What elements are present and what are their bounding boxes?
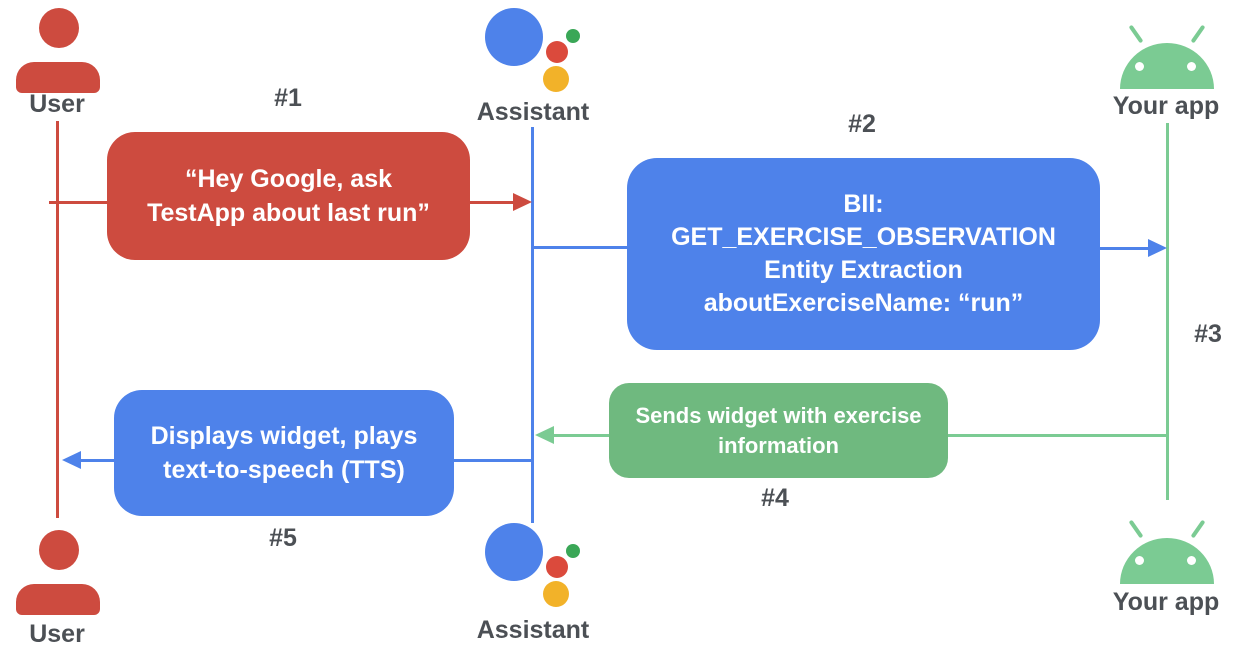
android-antenna-right [1190,519,1206,539]
step2-arrow-line [1100,247,1149,250]
step5-line-from-assistant [454,459,532,462]
person-icon-body [16,584,100,615]
assistant-logo-yellow-dot [543,66,569,92]
android-antenna-left [1128,519,1144,539]
person-icon [39,8,79,48]
assistant-logo-green-dot [566,544,580,558]
step5-arrow-line [80,459,114,462]
step4-arrow-line [554,434,609,437]
step2-message-box: BII: GET_EXERCISE_OBSERVATION Entity Ext… [627,158,1100,350]
assistant-logo-yellow-dot [543,581,569,607]
step5-number: #5 [269,524,297,552]
app-lifeline [1166,123,1169,500]
actor-label-assistant-top: Assistant [476,98,590,126]
step1-arrowhead-icon [513,193,532,211]
google-assistant-logo [485,8,543,66]
actor-label-user-bottom: User [29,620,85,648]
step1-message-box: “Hey Google, ask TestApp about last run” [107,132,470,260]
step4-number: #4 [761,484,789,512]
step2-arrowhead-icon [1148,239,1167,257]
step1-number: #1 [274,84,302,112]
android-antenna-right [1190,24,1206,44]
step1-line-from-user [49,201,107,204]
assistant-logo-red-dot [546,41,568,63]
step4-arrowhead-icon [535,426,554,444]
actor-label-assistant-bottom: Assistant [476,616,590,644]
person-icon-body [16,62,100,93]
step5-arrowhead-icon [62,451,81,469]
actor-label-user-top: User [29,90,85,118]
android-eye-right [1187,62,1196,71]
android-eye-right [1187,556,1196,565]
android-eye-left [1135,62,1144,71]
actor-label-app-top: Your app [1112,92,1220,120]
actor-label-app-bottom: Your app [1112,588,1220,616]
assistant-lifeline [531,127,534,523]
step2-number: #2 [848,110,876,138]
person-icon [39,530,79,570]
assistant-logo-green-dot [566,29,580,43]
google-assistant-logo [485,523,543,581]
step5-message-box: Displays widget, plays text-to-speech (T… [114,390,454,516]
step4-line-from-app [948,434,1167,437]
android-antenna-left [1128,24,1144,44]
step4-message-box: Sends widget with exercise information [609,383,948,478]
step2-line-from-assistant [533,246,627,249]
android-eye-left [1135,556,1144,565]
step1-arrow-line [470,201,514,204]
assistant-logo-red-dot [546,556,568,578]
step3-number: #3 [1194,320,1222,348]
user-lifeline [56,121,59,518]
